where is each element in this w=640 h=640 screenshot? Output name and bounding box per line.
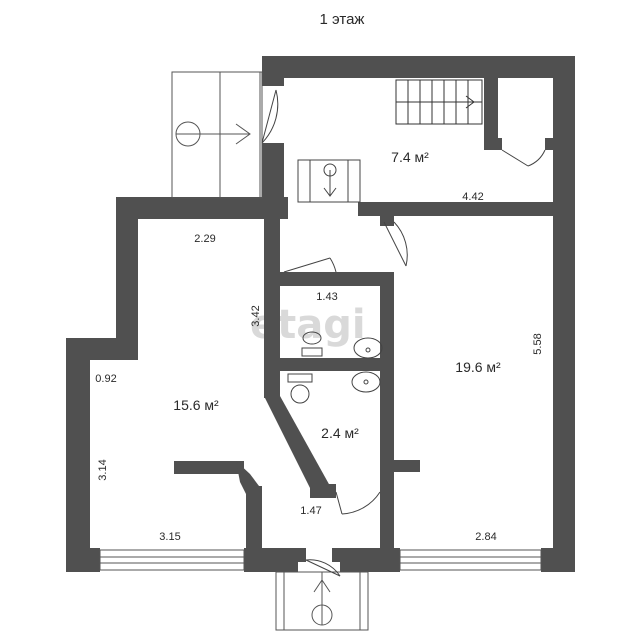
dimension-label: 5.58 xyxy=(532,333,544,354)
room-area-right: 19.6 м² xyxy=(455,359,501,375)
sink-icon xyxy=(351,371,381,393)
walls xyxy=(66,56,575,572)
room-area-bathroom: 2.4 м² xyxy=(321,425,359,441)
dimension-label: 2.84 xyxy=(475,531,496,543)
dimension-label: 1.47 xyxy=(300,505,321,517)
dimension-label: 1.43 xyxy=(316,291,337,303)
dimension-label: 0.92 xyxy=(95,373,116,385)
dimension-label: 3.42 xyxy=(250,305,262,326)
room-area-left: 15.6 м² xyxy=(173,397,219,413)
stairs-entry xyxy=(297,159,361,203)
dimension-label: 3.15 xyxy=(159,531,180,543)
room-area-hall: 7.4 м² xyxy=(391,149,429,165)
dimension-label: 3.14 xyxy=(97,459,109,480)
toilet-icon xyxy=(301,331,323,357)
porch-top-left xyxy=(171,71,263,199)
toilet-icon xyxy=(287,373,313,404)
stairs-top xyxy=(395,79,483,125)
floor-title: 1 этаж xyxy=(320,11,365,28)
dimension-label: 4.42 xyxy=(462,191,483,203)
sink-icon xyxy=(353,337,383,359)
porch-bottom xyxy=(275,571,369,631)
doors xyxy=(261,89,546,577)
windows xyxy=(99,549,542,571)
dimension-label: 2.29 xyxy=(194,233,215,245)
